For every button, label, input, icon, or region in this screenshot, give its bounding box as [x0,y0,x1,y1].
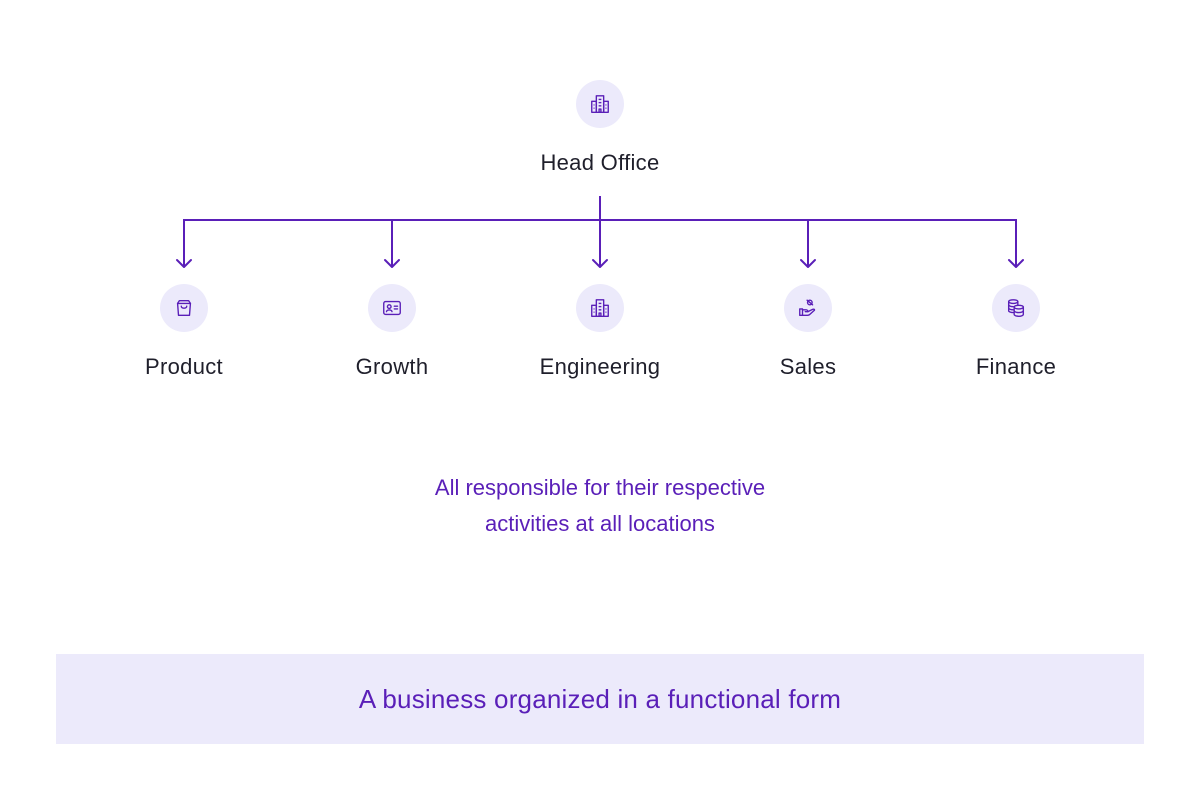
department-label-finance: Finance [975,354,1057,379]
office-building-icon [591,299,609,317]
department-node-sales: Sales [708,284,908,380]
branch-arrow-sales [800,220,816,268]
footer-title: A business organized in a functional for… [358,683,842,714]
engineering-icon-badge [576,284,624,332]
department-node-finance: Finance [916,284,1116,380]
coin-stack-icon [1007,299,1025,317]
department-label-engineering: Engineering [539,354,661,379]
branch-arrow-finance [1008,220,1024,268]
finance-icon-badge [992,284,1040,332]
department-node-engineering: Engineering [500,284,700,380]
responsibility-caption: All responsible for their respective act… [300,470,900,542]
department-node-growth: Growth [292,284,492,380]
caption-line-1: All responsible for their respective [434,475,766,500]
head-office-node: Head Office [500,80,700,176]
head-office-label: Head Office [540,150,660,175]
department-label-sales: Sales [779,354,837,379]
product-icon-badge [160,284,208,332]
footer-banner: A business organized in a functional for… [56,654,1144,744]
office-building-icon [591,95,609,113]
branch-arrow-product [176,220,192,268]
head-office-icon-badge [576,80,624,128]
id-card-icon [383,300,401,316]
department-label-growth: Growth [355,354,429,379]
department-label-product: Product [145,354,223,379]
growth-icon-badge [368,284,416,332]
sales-icon-badge [784,284,832,332]
branch-arrow-growth [384,220,400,268]
branch-arrow-engineering [592,220,608,268]
department-node-product: Product [84,284,284,380]
hand-holding-coin-icon [799,299,816,317]
shopping-bag-icon [176,299,192,317]
caption-line-2: activities at all locations [485,511,715,536]
